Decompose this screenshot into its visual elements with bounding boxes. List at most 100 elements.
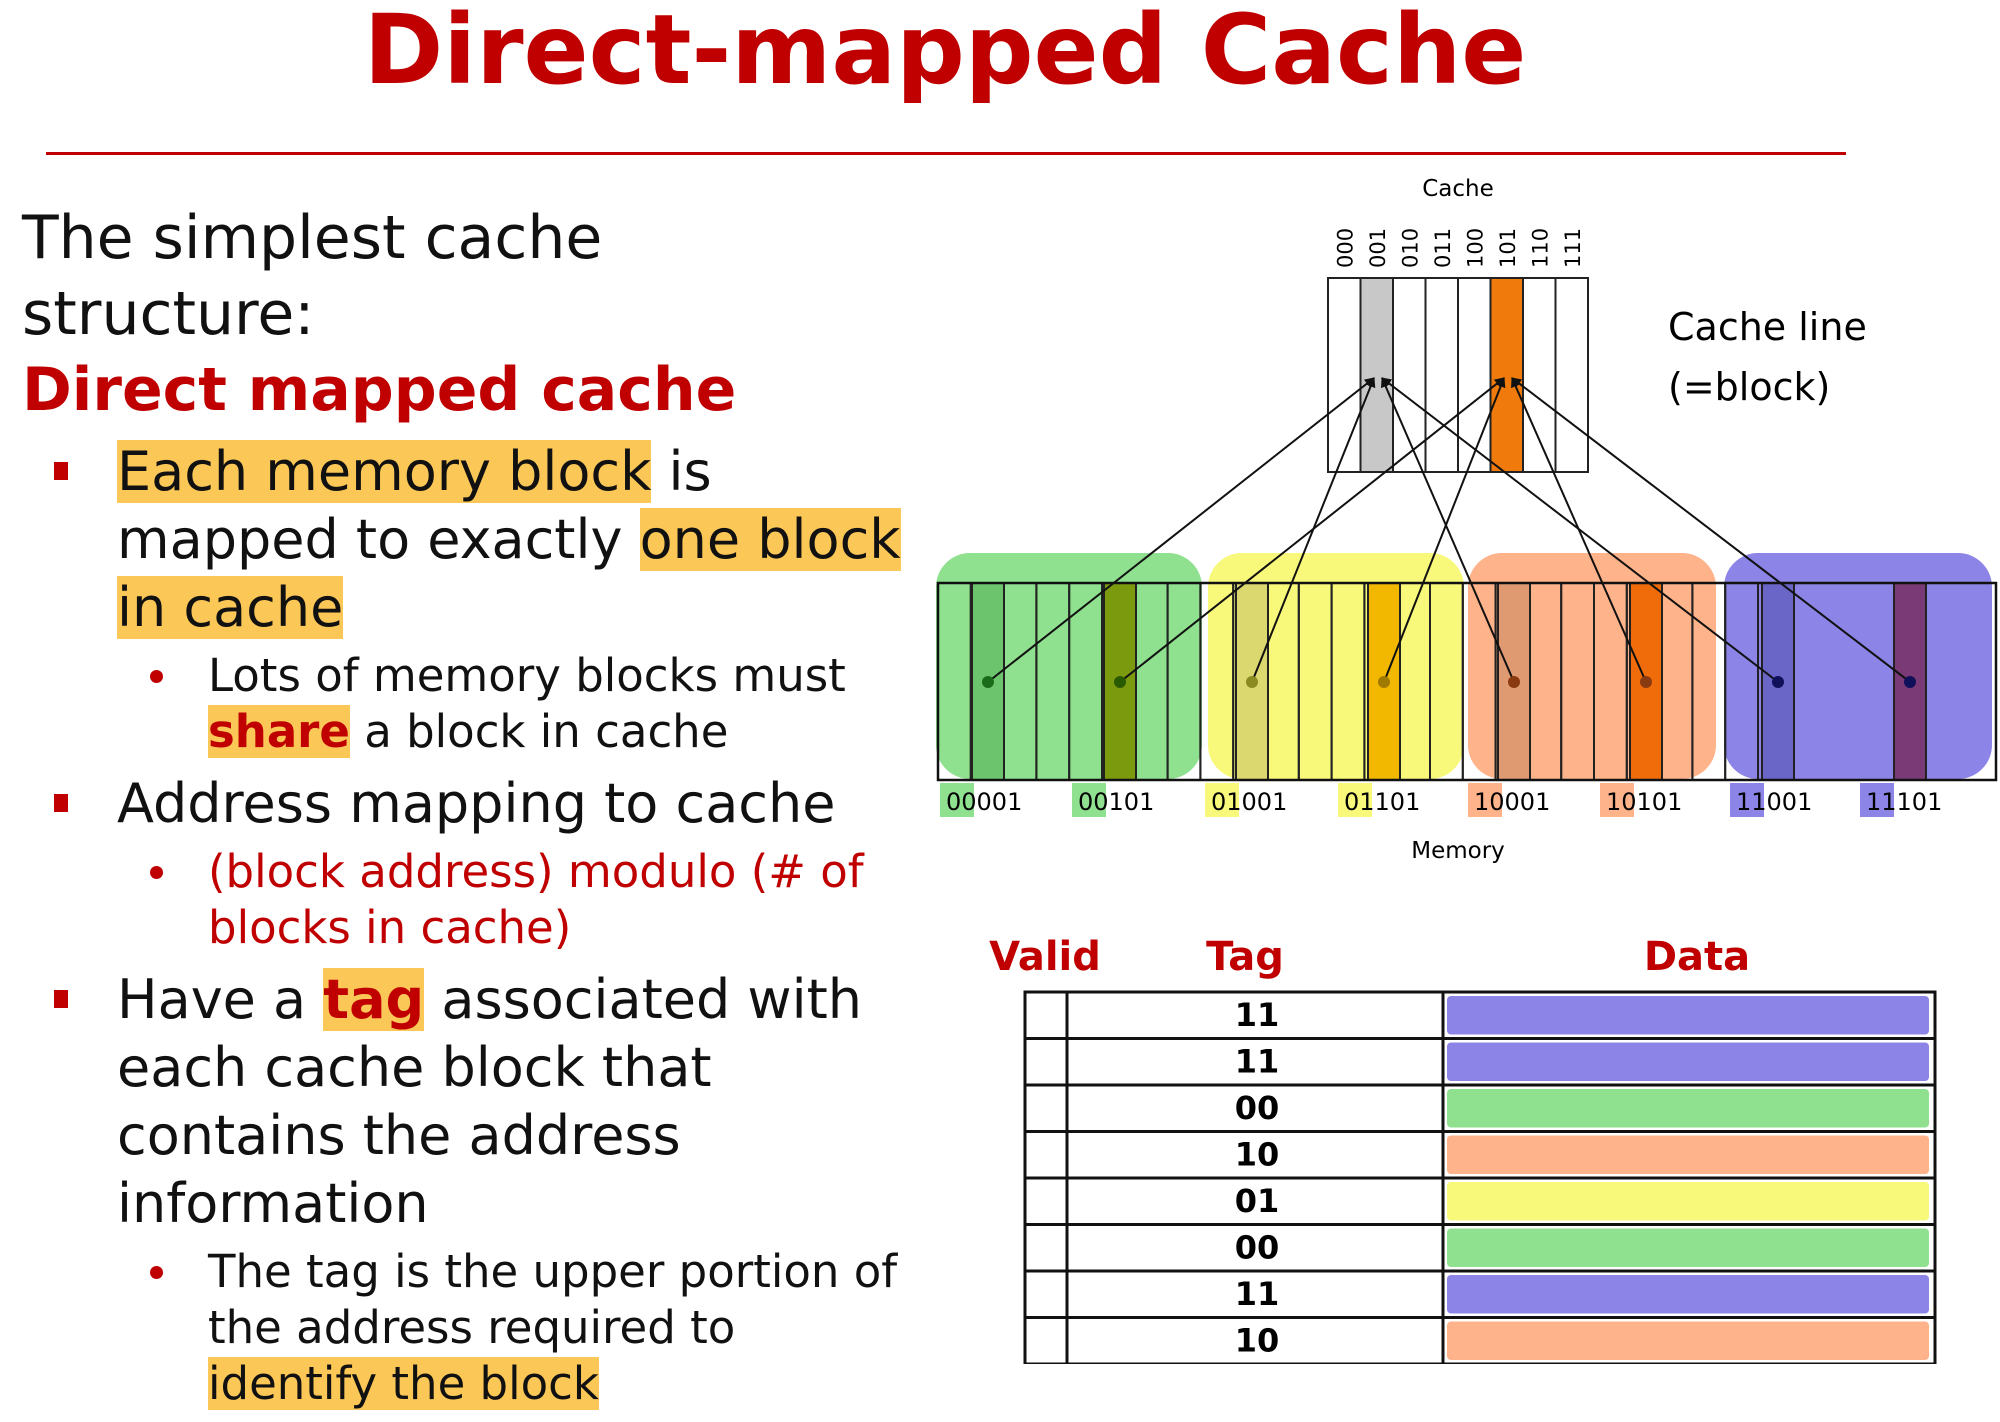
cache-line-label-block: (=block) — [1668, 365, 1830, 409]
square-bullet-icon — [54, 794, 68, 812]
address-prefix-highlight — [1860, 783, 1894, 817]
data-block-fill — [1447, 1135, 1929, 1174]
valid-cell — [1023, 990, 1069, 1040]
memory-address: 11101 — [1866, 788, 1942, 816]
mapping-arrow — [1383, 377, 1506, 683]
memory-address: 01001 — [1211, 788, 1287, 816]
valid-cell — [1023, 1223, 1069, 1273]
address-prefix-highlight — [1730, 783, 1764, 817]
highlight-share: share — [208, 705, 350, 758]
tag-value: 10 — [1235, 1322, 1280, 1360]
address-prefix-highlight — [1205, 783, 1239, 817]
cache-slot — [1522, 277, 1557, 473]
mapping-arrow — [1251, 377, 1376, 683]
sub-bullet-text: The tag is the upper portion of the addr… — [208, 1245, 898, 1354]
mapping-arrow — [987, 377, 1375, 683]
tag-value: 11 — [1235, 1275, 1280, 1313]
sub-bullet-text: Lots of memory blocks must — [208, 649, 846, 702]
text-panel: The simplest cache structure: Direct map… — [22, 200, 902, 1422]
tag-value: 11 — [1235, 996, 1280, 1034]
data-block-fill — [1447, 1182, 1929, 1221]
tag-cell — [1065, 1176, 1445, 1226]
address-prefix-highlight — [940, 783, 974, 817]
bullet-tag: Have a tag associated with each cache bl… — [22, 966, 902, 1238]
mapping-dot — [1246, 676, 1258, 688]
data-block-fill — [1447, 996, 1929, 1035]
address-prefix-highlight — [1072, 783, 1106, 817]
highlight-tag: tag — [323, 968, 425, 1031]
title-divider — [46, 152, 1846, 155]
memory-block-mapped — [1103, 582, 1137, 781]
mapping-dot — [1508, 676, 1520, 688]
mapping-dot — [1640, 676, 1652, 688]
memory-address: 00101 — [1078, 788, 1154, 816]
cache-slot — [1327, 277, 1362, 473]
cache-index-label: 100 — [1463, 228, 1487, 268]
data-block-fill — [1447, 1228, 1929, 1267]
memory-address: 10101 — [1606, 788, 1682, 816]
memory-address: 11001 — [1736, 788, 1812, 816]
mapping-dot — [982, 676, 994, 688]
tag-cell — [1065, 1316, 1445, 1364]
bullet-text: Address mapping to cache — [117, 772, 836, 835]
round-bullet-icon — [150, 670, 163, 683]
cache-label: Cache — [1422, 176, 1494, 202]
data-block-fill — [1447, 1042, 1929, 1081]
round-bullet-icon — [150, 866, 163, 879]
sub-bullet-share: Lots of memory blocks must share a block… — [22, 648, 902, 760]
cache-slot — [1457, 277, 1492, 473]
round-bullet-icon — [150, 1266, 163, 1279]
memory-address: 10001 — [1474, 788, 1550, 816]
cache-index-label: 011 — [1431, 228, 1455, 268]
data-header: Data — [1644, 934, 1750, 980]
highlight-identify: identify the block — [208, 1357, 599, 1410]
address-prefix-highlight — [1468, 783, 1502, 817]
mapping-dot — [1114, 676, 1126, 688]
mapping-arrow — [1511, 377, 1911, 683]
mapping-arrow — [1380, 377, 1515, 683]
sub-bullet-text: (block address) modulo (# of blocks in c… — [208, 845, 864, 954]
data-block-fill — [1447, 1089, 1929, 1128]
address-prefix-highlight — [1338, 783, 1372, 817]
bullet-text: associated with each cache block that co… — [117, 968, 862, 1235]
mapping-arrows — [982, 377, 1916, 688]
cache-slot — [1489, 277, 1524, 473]
memory-border — [936, 581, 1998, 782]
cache-index-label: 110 — [1528, 228, 1552, 268]
mapping-dot — [1378, 676, 1390, 688]
cache-slot — [1554, 277, 1589, 473]
tag-value: 01 — [1235, 1182, 1280, 1220]
bullet-text: is mapped to exactly — [117, 440, 712, 571]
cache-slot — [1359, 277, 1394, 473]
mapping-dot — [1772, 676, 1784, 688]
page-title: Direct-mapped Cache — [363, 0, 1527, 106]
address-prefix-highlight — [1600, 783, 1634, 817]
tag-value: 00 — [1235, 1089, 1280, 1127]
bullet-text: Have a — [117, 968, 324, 1031]
memory-label: Memory — [1411, 838, 1505, 864]
square-bullet-icon — [54, 990, 68, 1008]
valid-cell — [1023, 1083, 1069, 1133]
bullet-address-mapping: Address mapping to cache — [22, 770, 902, 838]
valid-cell — [1023, 1037, 1069, 1087]
cache-index-label: 111 — [1561, 228, 1585, 268]
mapping-dot — [1904, 676, 1916, 688]
sub-bullet-modulo: (block address) modulo (# of blocks in c… — [22, 844, 902, 956]
valid-cell — [1023, 1130, 1069, 1180]
valid-header: Valid — [989, 934, 1101, 980]
tag-header: Tag — [1206, 934, 1284, 980]
cache-box — [1327, 277, 1589, 473]
cache-index-label: 101 — [1496, 228, 1520, 268]
data-block-fill — [1447, 1321, 1929, 1360]
cache-index-label: 010 — [1398, 228, 1422, 268]
intro-line: The simplest cache structure: — [22, 203, 603, 349]
tag-cell — [1065, 1083, 1445, 1133]
tag-value: 00 — [1235, 1229, 1280, 1267]
data-block-fill — [1447, 1275, 1929, 1314]
cache-line-label: Cache line — [1668, 305, 1867, 349]
valid-cell — [1023, 1316, 1069, 1364]
